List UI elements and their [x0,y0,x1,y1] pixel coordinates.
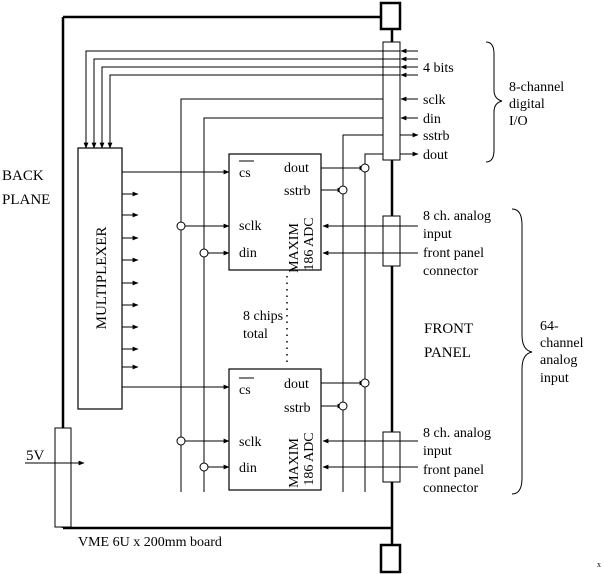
dout-io-label: dout [423,148,448,163]
cs-label-2: cs [239,383,251,398]
back-plane-label-2: PLANE [2,192,50,208]
power-connector [54,427,72,528]
din-label-2: din [239,461,257,476]
sclk-label-1: sclk [239,219,262,234]
chips-total-line1: 8 chips [243,309,283,324]
analog-channels-label-1: 64- [540,319,559,334]
chip2-junctions [176,378,370,472]
adc-maker-2: MAXIM [287,438,302,488]
connector-arrows [400,48,419,157]
front-panel-label-2: PANEL [424,345,471,361]
analog-input-2-line4: connector [423,481,479,496]
analog-input-2-line2: input [423,444,452,459]
adc-chip-1 [228,153,322,271]
front-panel-label-1: FRONT [424,321,473,337]
mux-outputs [122,169,230,390]
top-connector [379,1,402,31]
analog-input-2-line1: 8 ch. analog [423,426,491,441]
analog-connector-1 [382,215,401,267]
digital-io-label-1: 8-channel [509,80,564,95]
din-io-label: din [423,112,441,127]
adc-chip-2 [228,368,322,491]
adc-model-2: 186 ADC [302,432,317,485]
sstrb-label-2: sstrb [284,401,310,416]
analog-input-2-line3: front panel [423,463,484,478]
chip1-junctions [176,163,370,258]
digital-io-connector [382,41,401,161]
analog-channels-label-4: input [540,371,569,386]
adc-maker-1: MAXIM [287,223,302,273]
digital-io-brace [485,41,503,163]
sstrb-label-1: sstrb [284,184,310,199]
sclk-io-label: sclk [423,93,446,108]
analog-input-1-line4: connector [423,264,479,279]
din-label-1: din [239,246,257,261]
analog-channels-label-3: analog [540,353,577,368]
cs-label-1: cs [239,166,251,181]
analog-brace [511,208,533,495]
analog-connector-2 [382,431,401,483]
digital-io-label-3: I/O [509,114,528,129]
analog-input-1-line1: 8 ch. analog [423,209,491,224]
corner-mark: x [597,560,601,569]
back-plane-label-1: BACK [2,168,44,184]
dout-label-1: dout [284,161,309,176]
sstrb-io-label: sstrb [423,129,449,144]
board-caption: VME 6U x 200mm board [78,535,222,550]
adc-model-1: 186 ADC [302,217,317,270]
power-label: 5V [26,448,45,464]
four-bits-label: 4 bits [423,61,454,76]
mux-select-lines [83,50,400,149]
dout-label-2: dout [284,377,309,392]
bus-lines [180,98,383,492]
analog-channels-label-2: channel [540,336,584,351]
multiplexer-label: MULTIPLEXER [94,227,110,330]
chips-total-line2: total [243,327,268,342]
bottom-connector [379,543,402,574]
sclk-label-2: sclk [239,435,262,450]
digital-io-label-2: digital [509,97,545,112]
analog-input-1-line2: input [423,227,452,242]
analog-input-1-line3: front panel [423,246,484,261]
multiplexer-box [77,147,123,410]
